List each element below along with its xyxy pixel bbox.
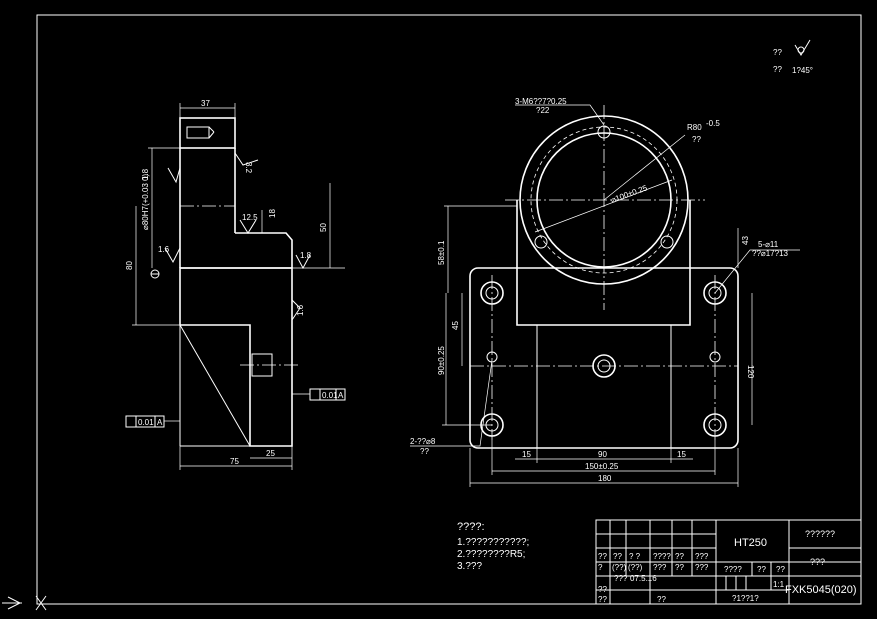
rough-1-8a: 1.8	[141, 168, 150, 180]
tb-label-1: ??	[757, 565, 766, 574]
dim-58: 58±0.1	[437, 240, 446, 265]
note-phi11-b: ??⌀17?13	[752, 249, 789, 258]
note-2holes: 2-??⌀8	[410, 437, 436, 446]
notes-title: ????:	[457, 521, 485, 533]
dim-r80-tol: -0.5	[706, 119, 720, 128]
rough-3-2: 3.2	[244, 162, 253, 174]
tb-r3-1: 07.5.16	[630, 574, 657, 583]
tol-value-1: 0.01	[322, 391, 338, 400]
dim-r80-sub: ??	[692, 135, 701, 144]
tb-r1-3: ????	[653, 552, 671, 561]
tb-label-0: ????	[724, 565, 742, 574]
technical-notes: ????: 1.???????????; 2.????????R5; 3.???	[457, 521, 529, 572]
tb-company: ??????	[805, 529, 835, 539]
tb-sheet: ?1??1?	[732, 594, 759, 603]
tb-r2-5: ???	[695, 563, 709, 572]
dim-180: 180	[598, 474, 612, 483]
tb-name-sub: ???	[810, 557, 825, 567]
tb-scale: 1:1	[773, 580, 785, 589]
dim-15b: 15	[677, 450, 686, 459]
dim-25: 25	[266, 449, 275, 458]
tb-r4-0: ??	[598, 585, 607, 594]
roughness-note: ?? ?? 1?45°	[773, 39, 813, 75]
dim-80: 80	[125, 261, 134, 270]
tb-r2-0: ?	[598, 563, 603, 572]
dim-37: 37	[201, 99, 210, 108]
tb-r5-0: ??	[598, 595, 607, 604]
tb-r1-4: ??	[675, 552, 684, 561]
note-phi11: 5-⌀11	[758, 240, 779, 249]
notes-line-1: 1.???????????;	[457, 537, 529, 548]
tol-datum-1: A	[338, 391, 344, 400]
rough-label-1: ??	[773, 48, 782, 57]
tb-material: HT250	[734, 537, 767, 549]
dim-phi80: ⌀80H7(+0.03 0)	[141, 173, 150, 230]
dim-r80: R80	[687, 123, 702, 132]
dim-43: 43	[741, 236, 750, 245]
rough-12-5: 12.5	[242, 213, 258, 222]
side-view: 37 3.2 1.8 ⌀80H7(+0.03 0) 1.6 12.5 18 50…	[125, 99, 346, 470]
tb-drawing-no: FXK5045(020)	[785, 584, 857, 596]
rough-angle: 1?45°	[792, 66, 813, 75]
tb-r2-1: (??)	[612, 563, 627, 572]
dim-45: 45	[451, 321, 460, 330]
title-block: HT250 ?????? ??? FXK5045(020) 1:1 ?? ? ? …	[595, 519, 862, 605]
dim-75: 75	[230, 457, 239, 466]
front-view: 3-M6??7?0.25 ?22 R80 -0.5 ?? ⌀100±0.25 4…	[410, 97, 800, 487]
tol-value-2: 0.01	[138, 418, 154, 427]
dim-phi100: ⌀100±0.25	[610, 183, 649, 205]
rough-1-6: 1.6	[158, 245, 170, 254]
dim-18: 18	[268, 209, 277, 218]
tb-r1-5: ???	[695, 552, 709, 561]
dim-150: 150±0.25	[585, 462, 619, 471]
tb-r2-3: ???	[653, 563, 667, 572]
tb-r3-0: ???	[614, 574, 628, 583]
dim-120: 120	[746, 365, 755, 379]
drawing-frame	[36, 14, 862, 605]
dim-50: 50	[319, 223, 328, 232]
dim-15a: 15	[522, 450, 531, 459]
dim-90-v: 90±0.25	[437, 346, 446, 375]
notes-line-2: 2.????????R5;	[457, 549, 525, 560]
note-m6: 3-M6??7?0.25	[515, 97, 567, 106]
tol-datum-2: A	[157, 418, 163, 427]
dim-90-h: 90	[598, 450, 607, 459]
tb-r2-2: (??)	[628, 563, 643, 572]
tb-r1-1: ??	[613, 552, 622, 561]
notes-line-3: 3.???	[457, 561, 482, 572]
rough-1-6b: 1.6	[296, 304, 305, 316]
note-2holes-b: ??	[420, 447, 429, 456]
tb-r1-2: ? ?	[629, 552, 641, 561]
tb-label-2: ??	[776, 565, 785, 574]
tb-r5-1: ??	[657, 595, 666, 604]
ucs-icon	[2, 595, 47, 611]
tb-r2-4: ??	[675, 563, 684, 572]
rough-1-8b: 1.8	[300, 251, 312, 260]
rough-label-2: ??	[773, 65, 782, 74]
note-m6-depth: ?22	[536, 106, 550, 115]
tb-r1-0: ??	[598, 552, 607, 561]
